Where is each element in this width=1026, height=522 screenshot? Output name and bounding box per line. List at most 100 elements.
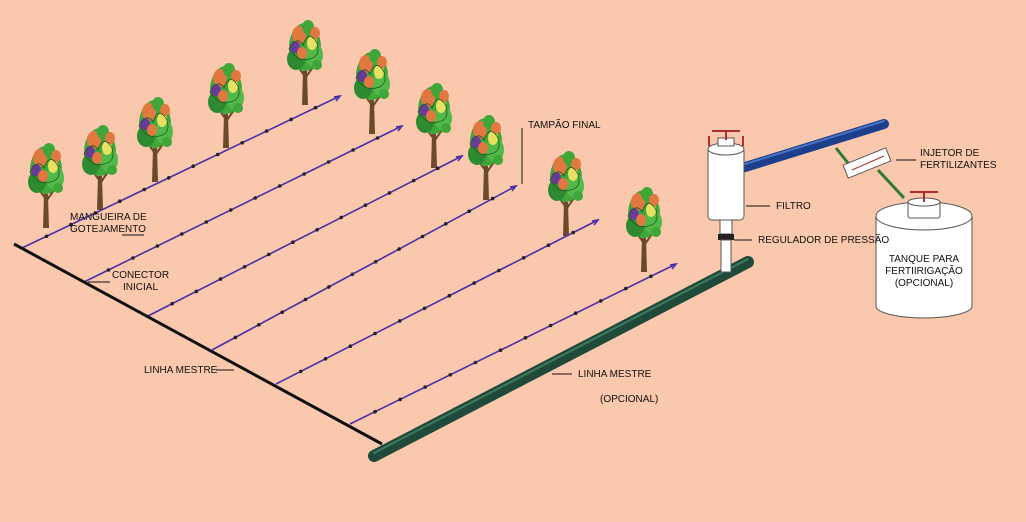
emitter bbox=[155, 244, 160, 248]
end-cap bbox=[509, 184, 518, 192]
label-text: (OPCIONAL) bbox=[894, 278, 954, 289]
emitter bbox=[448, 373, 453, 377]
fertilizer-injector bbox=[834, 147, 906, 200]
emitter bbox=[299, 369, 303, 374]
emitter bbox=[142, 187, 147, 192]
emitter bbox=[194, 289, 199, 294]
tree bbox=[286, 19, 324, 106]
emitter bbox=[218, 277, 223, 281]
emitter bbox=[289, 117, 293, 122]
tree bbox=[27, 142, 65, 229]
drip-hose bbox=[275, 219, 599, 385]
label-text: TANQUE PARA bbox=[888, 254, 960, 265]
tree bbox=[136, 96, 174, 183]
emitter bbox=[264, 129, 269, 133]
label-text: FERTIIRIGAÇÃO bbox=[885, 266, 963, 277]
label-text: CONECTOR bbox=[112, 270, 170, 281]
label-optional-main-line: LINHA MESTRE bbox=[578, 369, 652, 380]
emitter bbox=[473, 360, 478, 365]
emitter bbox=[472, 281, 477, 285]
emitter bbox=[233, 335, 238, 340]
drip-lines bbox=[21, 94, 678, 425]
emitter bbox=[302, 172, 307, 176]
label-end-cap: TAMPÃO FINAL bbox=[528, 120, 601, 131]
label-text: MANGUEIRA DE bbox=[70, 212, 147, 223]
emitter bbox=[242, 265, 247, 269]
emitter bbox=[490, 196, 495, 201]
emitter bbox=[497, 268, 501, 273]
emitter bbox=[131, 256, 135, 260]
emitter bbox=[523, 336, 528, 340]
tree bbox=[353, 48, 391, 135]
end-cap bbox=[591, 218, 600, 226]
emitter bbox=[571, 230, 575, 235]
leader-lines bbox=[88, 128, 916, 375]
emitter bbox=[350, 272, 355, 277]
label-main-line: LINHA MESTRE bbox=[144, 365, 218, 376]
emitter bbox=[118, 199, 122, 203]
emitter bbox=[447, 293, 452, 298]
drip-hose bbox=[21, 95, 341, 249]
emitter bbox=[599, 299, 603, 303]
emitter bbox=[573, 311, 578, 316]
emitter bbox=[444, 222, 448, 226]
emitter bbox=[624, 286, 628, 291]
emitter bbox=[167, 176, 171, 180]
emitter bbox=[327, 285, 331, 289]
emitter bbox=[420, 234, 425, 239]
end-cap bbox=[395, 124, 404, 132]
pipe-highlight bbox=[373, 258, 749, 454]
drip-hose bbox=[211, 185, 517, 351]
emitter bbox=[240, 141, 244, 145]
emitter bbox=[398, 397, 403, 402]
label-drip-hose: MANGUEIRA DE GOTEJAMENTO bbox=[70, 212, 147, 236]
emitter bbox=[106, 268, 111, 272]
supply-pipe bbox=[737, 119, 889, 173]
filter bbox=[707, 130, 745, 273]
emitter bbox=[373, 259, 378, 264]
emitter bbox=[170, 301, 174, 306]
drip-hose bbox=[349, 263, 677, 425]
emitter bbox=[423, 385, 428, 389]
emitter bbox=[253, 196, 257, 200]
emitter bbox=[373, 331, 377, 336]
optional-main-line bbox=[368, 256, 754, 462]
emitter bbox=[339, 215, 344, 220]
tree bbox=[81, 124, 119, 211]
label-text: GOTEJAMENTO bbox=[70, 224, 146, 235]
emitter bbox=[521, 255, 526, 260]
emitter bbox=[215, 152, 220, 157]
drip-hose bbox=[147, 155, 463, 317]
emitter bbox=[191, 164, 195, 168]
emitter bbox=[267, 252, 271, 257]
emitter bbox=[277, 184, 282, 188]
emitter bbox=[348, 344, 353, 349]
label-text: INICIAL bbox=[123, 282, 159, 293]
label-initial-connector: CONECTOR INICIAL bbox=[112, 270, 169, 294]
emitter bbox=[291, 240, 295, 244]
tree bbox=[547, 150, 585, 237]
pipe-highlight bbox=[741, 120, 885, 166]
emitter bbox=[315, 228, 319, 232]
emitter bbox=[326, 160, 331, 164]
emitter bbox=[375, 136, 380, 140]
emitter bbox=[398, 319, 402, 323]
emitter bbox=[548, 323, 553, 328]
emitter bbox=[546, 243, 551, 247]
emitter bbox=[313, 105, 318, 110]
emitter bbox=[422, 306, 427, 311]
emitter bbox=[280, 310, 285, 315]
tree bbox=[467, 114, 505, 201]
label-text: INJETOR DE bbox=[920, 148, 980, 159]
emitter bbox=[69, 222, 73, 227]
label-fertilizer-injector: INJETOR DE FERTILIZANTES bbox=[920, 148, 997, 172]
tree bbox=[207, 62, 245, 149]
emitter bbox=[387, 191, 392, 195]
emitter bbox=[204, 220, 209, 224]
tree bbox=[625, 186, 663, 273]
emitter bbox=[397, 247, 401, 251]
emitter bbox=[180, 232, 184, 236]
emitter bbox=[649, 274, 653, 279]
fertigation-tank bbox=[875, 191, 973, 319]
